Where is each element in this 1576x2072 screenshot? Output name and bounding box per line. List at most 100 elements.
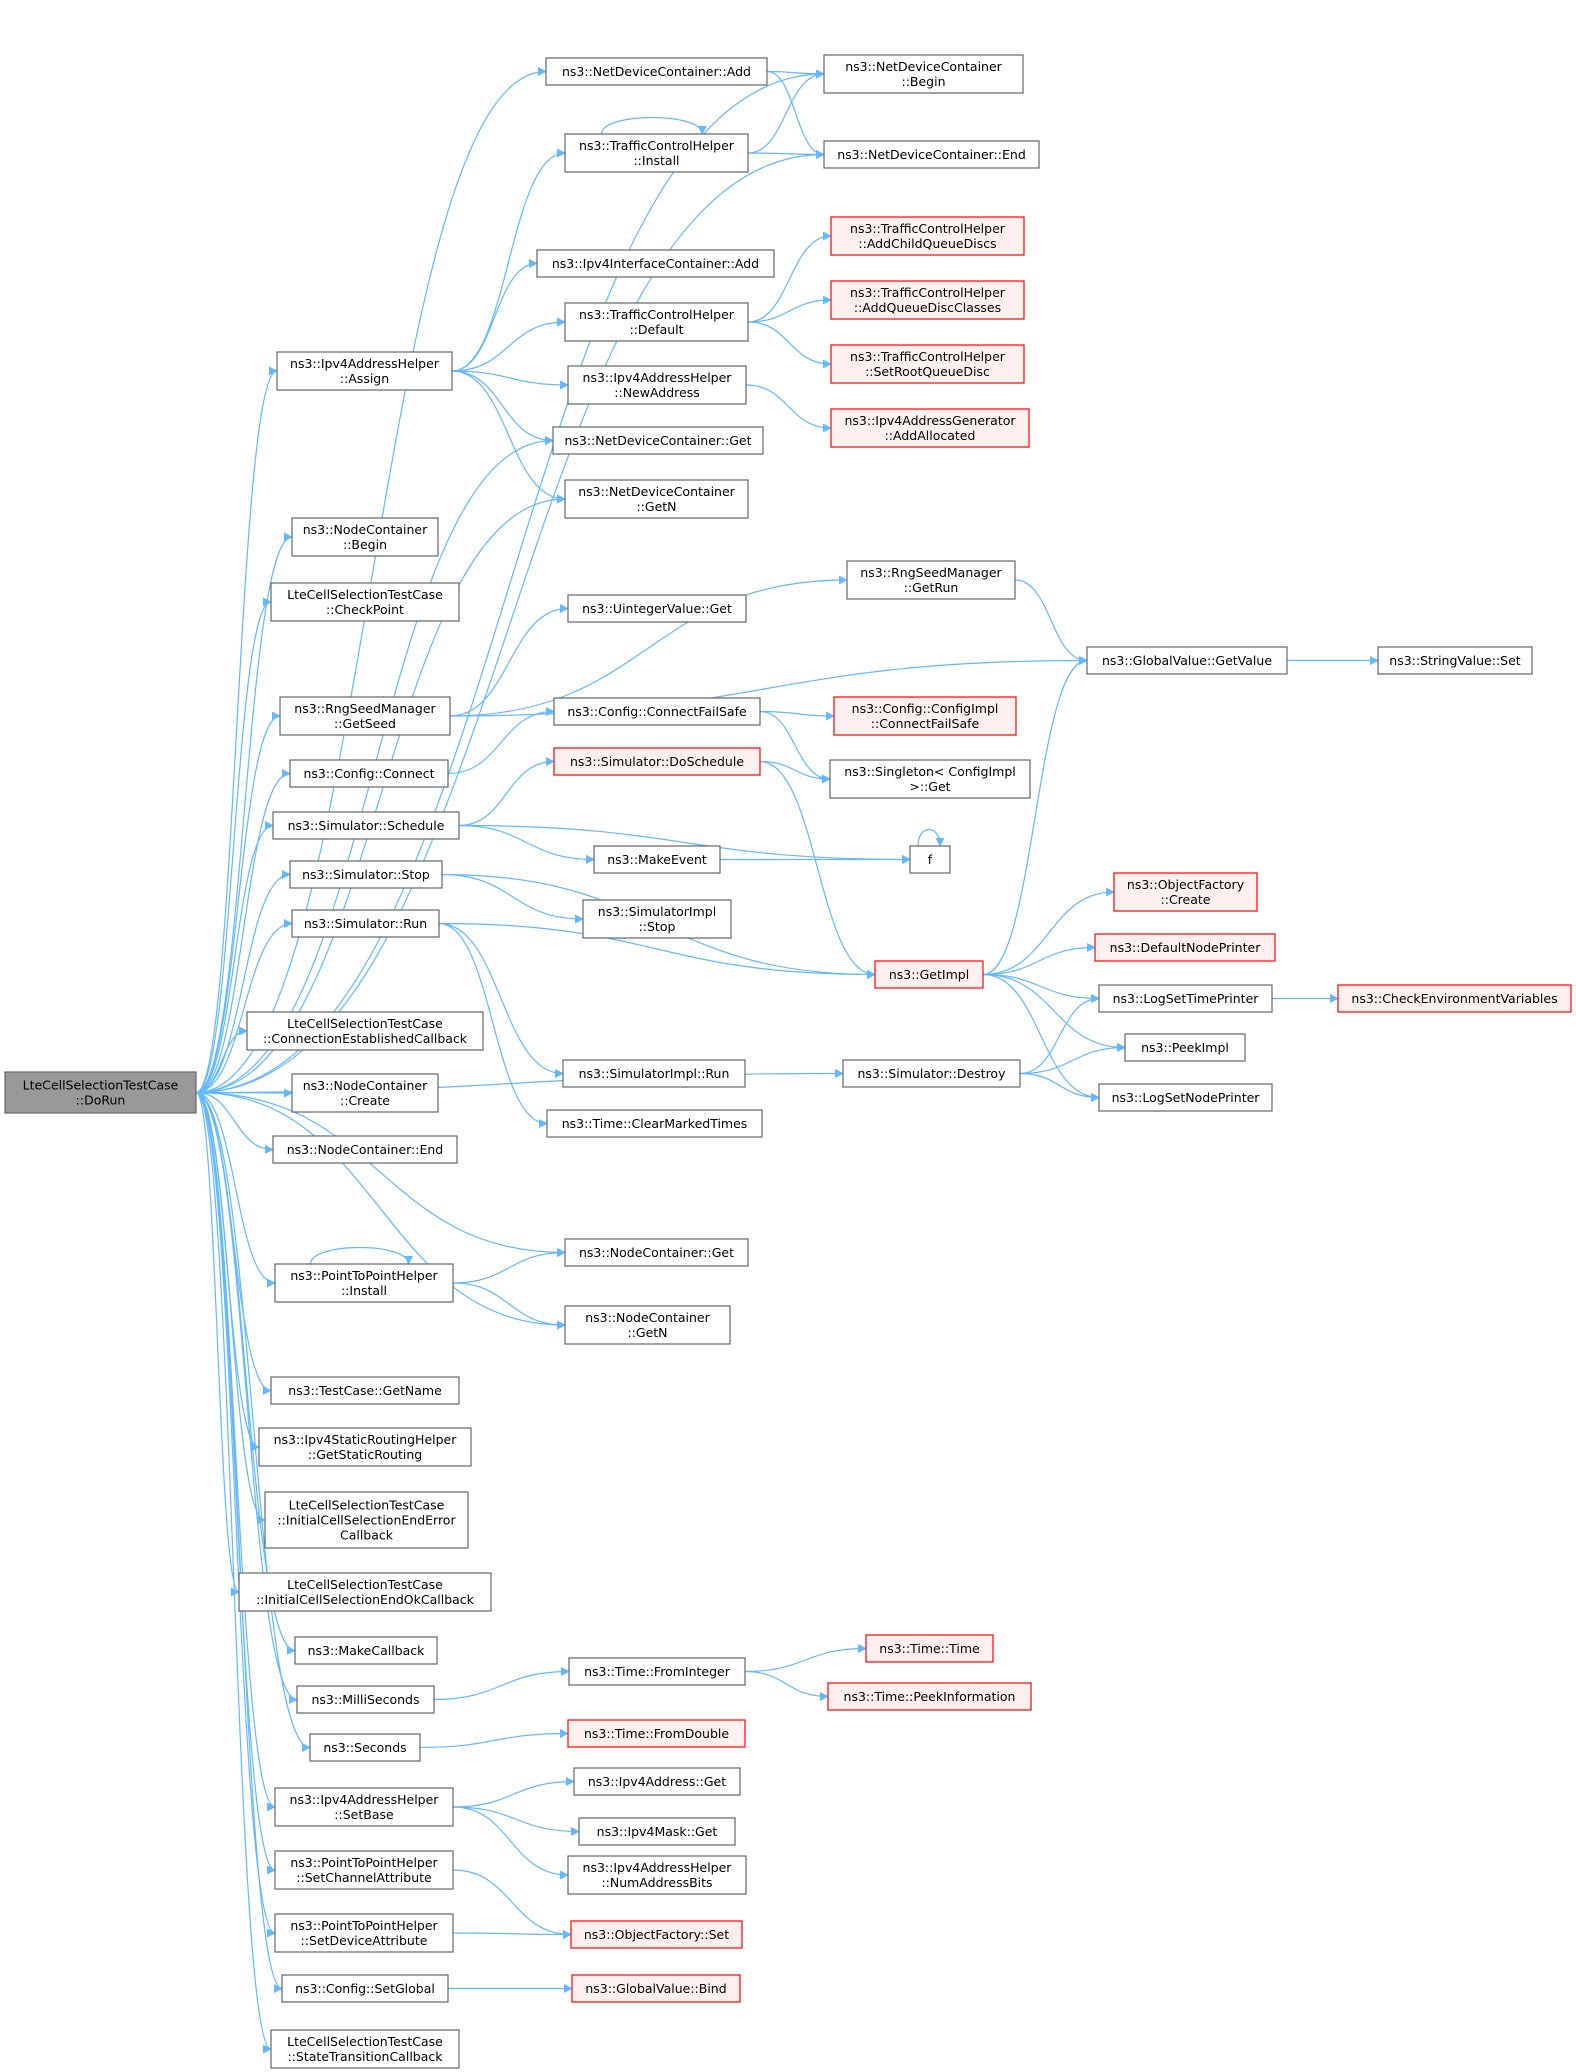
node-cfgimpl_connfailsafe[interactable]: ns3::Config::ConfigImpl::ConnectFailSafe xyxy=(833,696,1017,736)
node-ipv4ag_addalloc[interactable]: ns3::Ipv4AddressGenerator::AddAllocated xyxy=(830,408,1030,448)
edge-sim_destroy-to-logsetnodeprinter xyxy=(1019,1072,1100,1102)
node-label: ns3::Time::Time xyxy=(879,1641,980,1656)
node-box xyxy=(552,426,764,455)
node-label: ns3::Ipv4AddressGenerator xyxy=(844,413,1016,428)
node-label: ::SetBase xyxy=(334,1807,394,1822)
node-gv_bind[interactable]: ns3::GlobalValue::Bind xyxy=(571,1974,741,2003)
node-tc_getname[interactable]: ns3::TestCase::GetName xyxy=(270,1376,460,1405)
node-nc_end[interactable]: ns3::NodeContainer::End xyxy=(272,1135,458,1164)
node-f[interactable]: f xyxy=(909,845,951,874)
node-cfg_connfailsafe[interactable]: ns3::Config::ConnectFailSafe xyxy=(553,697,761,726)
node-singleton_get[interactable]: ns3::Singleton< ConfigImpl >::Get xyxy=(829,759,1031,799)
node-getimpl[interactable]: ns3::GetImpl xyxy=(874,960,984,989)
node-makecallback[interactable]: ns3::MakeCallback xyxy=(294,1636,438,1665)
node-sim_run[interactable]: ns3::Simulator::Run xyxy=(291,909,440,938)
node-time_frominteger[interactable]: ns3::Time::FromInteger xyxy=(568,1657,746,1686)
node-tch_install[interactable]: ns3::TrafficControlHelper::Install xyxy=(564,133,749,173)
node-label: ns3::Simulator::Run xyxy=(304,916,427,931)
node-sim_stop[interactable]: ns3::Simulator::Stop xyxy=(289,860,443,889)
node-p2p_install[interactable]: ns3::PointToPointHelper::Install xyxy=(274,1263,454,1303)
node-sim_schedule[interactable]: ns3::Simulator::Schedule xyxy=(272,811,460,840)
edge-p2p_install-to-nc_get xyxy=(452,1248,566,1284)
node-logsettimeprinter[interactable]: ns3::LogSetTimePrinter xyxy=(1098,984,1273,1013)
node-ipv4addr_get[interactable]: ns3::Ipv4Address::Get xyxy=(573,1767,741,1796)
node-box xyxy=(830,344,1025,384)
edge-root-to-ndc_end xyxy=(195,150,825,1094)
node-label: ns3::Seconds xyxy=(323,1740,406,1755)
node-label: ns3::CheckEnvironmentVariables xyxy=(1351,991,1557,1006)
node-of_create[interactable]: ns3::ObjectFactory::Create xyxy=(1113,872,1258,912)
node-uint_get[interactable]: ns3::UintegerValue::Get xyxy=(567,594,747,623)
node-box xyxy=(830,280,1025,320)
node-nc_create[interactable]: ns3::NodeContainer::Create xyxy=(291,1073,439,1113)
node-label: ns3::Simulator::Stop xyxy=(302,867,430,882)
node-tch_default[interactable]: ns3::TrafficControlHelper::Default xyxy=(564,302,749,342)
node-sv_set[interactable]: ns3::StringValue::Set xyxy=(1377,646,1533,675)
node-label: ns3::Time::FromInteger xyxy=(584,1664,731,1679)
node-initcell_enderr[interactable]: LteCellSelectionTestCase::InitialCellSel… xyxy=(264,1491,469,1549)
node-box xyxy=(1124,1033,1246,1062)
node-label: LteCellSelectionTestCase xyxy=(289,1498,445,1513)
node-box xyxy=(289,860,443,889)
node-label: ns3::TrafficControlHelper xyxy=(579,138,735,153)
node-tch_setroot[interactable]: ns3::TrafficControlHelper::SetRootQueueD… xyxy=(830,344,1025,384)
node-simimpl_run[interactable]: ns3::SimulatorImpl::Run xyxy=(562,1059,746,1088)
node-checkenv[interactable]: ns3::CheckEnvironmentVariables xyxy=(1337,984,1572,1013)
edge-sim_schedule-to-sim_doschedule xyxy=(458,757,555,827)
node-time_fromdouble[interactable]: ns3::Time::FromDouble xyxy=(567,1719,746,1748)
node-p2p_setchannel[interactable]: ns3::PointToPointHelper::SetChannelAttri… xyxy=(274,1850,454,1890)
node-gv_getvalue[interactable]: ns3::GlobalValue::GetValue xyxy=(1086,646,1288,675)
node-box xyxy=(553,697,761,726)
node-simimpl_stop[interactable]: ns3::SimulatorImpl::Stop xyxy=(582,899,732,939)
node-defnodeprinter[interactable]: ns3::DefaultNodePrinter xyxy=(1094,933,1276,962)
node-time_clearmarked[interactable]: ns3::Time::ClearMarkedTimes xyxy=(546,1109,763,1138)
node-ipv4ic_add[interactable]: ns3::Ipv4InterfaceContainer::Add xyxy=(536,249,775,278)
node-seconds[interactable]: ns3::Seconds xyxy=(309,1733,421,1762)
node-label: ns3::TestCase::GetName xyxy=(288,1383,442,1398)
node-p2p_setdevice[interactable]: ns3::PointToPointHelper::SetDeviceAttrib… xyxy=(274,1913,454,1953)
node-sim_doschedule[interactable]: ns3::Simulator::DoSchedule xyxy=(553,747,761,776)
node-ipv4ah_setbase[interactable]: ns3::Ipv4AddressHelper::SetBase xyxy=(274,1787,454,1827)
node-nc_get[interactable]: ns3::NodeContainer::Get xyxy=(564,1238,749,1267)
node-root[interactable]: LteCellSelectionTestCase::DoRun xyxy=(4,1071,197,1114)
node-checkpoint[interactable]: LteCellSelectionTestCase::CheckPoint xyxy=(270,582,460,622)
node-ndc_add[interactable]: ns3::NetDeviceContainer::Add xyxy=(545,57,768,86)
node-nc_getn[interactable]: ns3::NodeContainer::GetN xyxy=(564,1305,731,1345)
node-of_set[interactable]: ns3::ObjectFactory::Set xyxy=(570,1920,743,1949)
node-connestcb[interactable]: LteCellSelectionTestCase::ConnectionEsta… xyxy=(246,1011,484,1051)
edge-ipv4ah_setbase-to-ipv4mask_get xyxy=(452,1806,580,1836)
node-cfg_setglobal[interactable]: ns3::Config::SetGlobal xyxy=(281,1974,449,2003)
node-ipv4mask_get[interactable]: ns3::Ipv4Mask::Get xyxy=(578,1817,736,1846)
node-box xyxy=(564,1238,749,1267)
edge-root-to-milliseconds xyxy=(195,1091,298,1704)
node-logsetnodeprinter[interactable]: ns3::LogSetNodePrinter xyxy=(1098,1083,1273,1112)
node-rsm_getseed[interactable]: ns3::RngSeedManager::GetSeed xyxy=(279,696,451,736)
node-time_peekinfo[interactable]: ns3::Time::PeekInformation xyxy=(827,1682,1032,1711)
node-tch_addchild[interactable]: ns3::TrafficControlHelper::AddChildQueue… xyxy=(830,216,1025,256)
node-ndc_begin[interactable]: ns3::NetDeviceContainer::Begin xyxy=(823,54,1024,94)
node-rsm_getrun[interactable]: ns3::RngSeedManager::GetRun xyxy=(846,560,1016,600)
node-ndc_get[interactable]: ns3::NetDeviceContainer::Get xyxy=(552,426,764,455)
node-label: ::GetSeed xyxy=(334,716,396,731)
node-label: ns3::GlobalValue::Bind xyxy=(585,1981,726,1996)
node-ipv4ah_numaddrbits[interactable]: ns3::Ipv4AddressHelper::NumAddressBits xyxy=(567,1855,747,1895)
node-milliseconds[interactable]: ns3::MilliSeconds xyxy=(296,1685,435,1714)
node-time_time[interactable]: ns3::Time::Time xyxy=(865,1634,994,1663)
node-cfg_connect[interactable]: ns3::Config::Connect xyxy=(289,759,449,788)
node-ndc_getn[interactable]: ns3::NetDeviceContainer::GetN xyxy=(564,479,749,519)
node-label: ns3::Simulator::DoSchedule xyxy=(570,754,744,769)
node-peekimpl[interactable]: ns3::PeekImpl xyxy=(1124,1033,1246,1062)
node-ndc_end[interactable]: ns3::NetDeviceContainer::End xyxy=(823,140,1040,169)
node-sim_destroy[interactable]: ns3::Simulator::Destroy xyxy=(842,1059,1021,1088)
node-nc_begin[interactable]: ns3::NodeContainer::Begin xyxy=(291,517,439,557)
node-label: ns3::GlobalValue::GetValue xyxy=(1102,653,1272,668)
node-statetranscb[interactable]: LteCellSelectionTestCase::StateTransitio… xyxy=(270,2029,460,2069)
node-tch_addqdc[interactable]: ns3::TrafficControlHelper::AddQueueDiscC… xyxy=(830,280,1025,320)
node-initcell_endok[interactable]: LteCellSelectionTestCase::InitialCellSel… xyxy=(238,1572,492,1612)
node-ipv4ah_newaddr[interactable]: ns3::Ipv4AddressHelper::NewAddress xyxy=(567,365,747,405)
node-box xyxy=(874,960,984,989)
node-label: ns3::Ipv4Mask::Get xyxy=(597,1824,718,1839)
node-ipv4ah_assign[interactable]: ns3::Ipv4AddressHelper::Assign xyxy=(276,351,453,391)
node-ipv4srh_getstatic[interactable]: ns3::Ipv4StaticRoutingHelper::GetStaticR… xyxy=(258,1427,472,1467)
node-makeevent[interactable]: ns3::MakeEvent xyxy=(593,845,721,874)
